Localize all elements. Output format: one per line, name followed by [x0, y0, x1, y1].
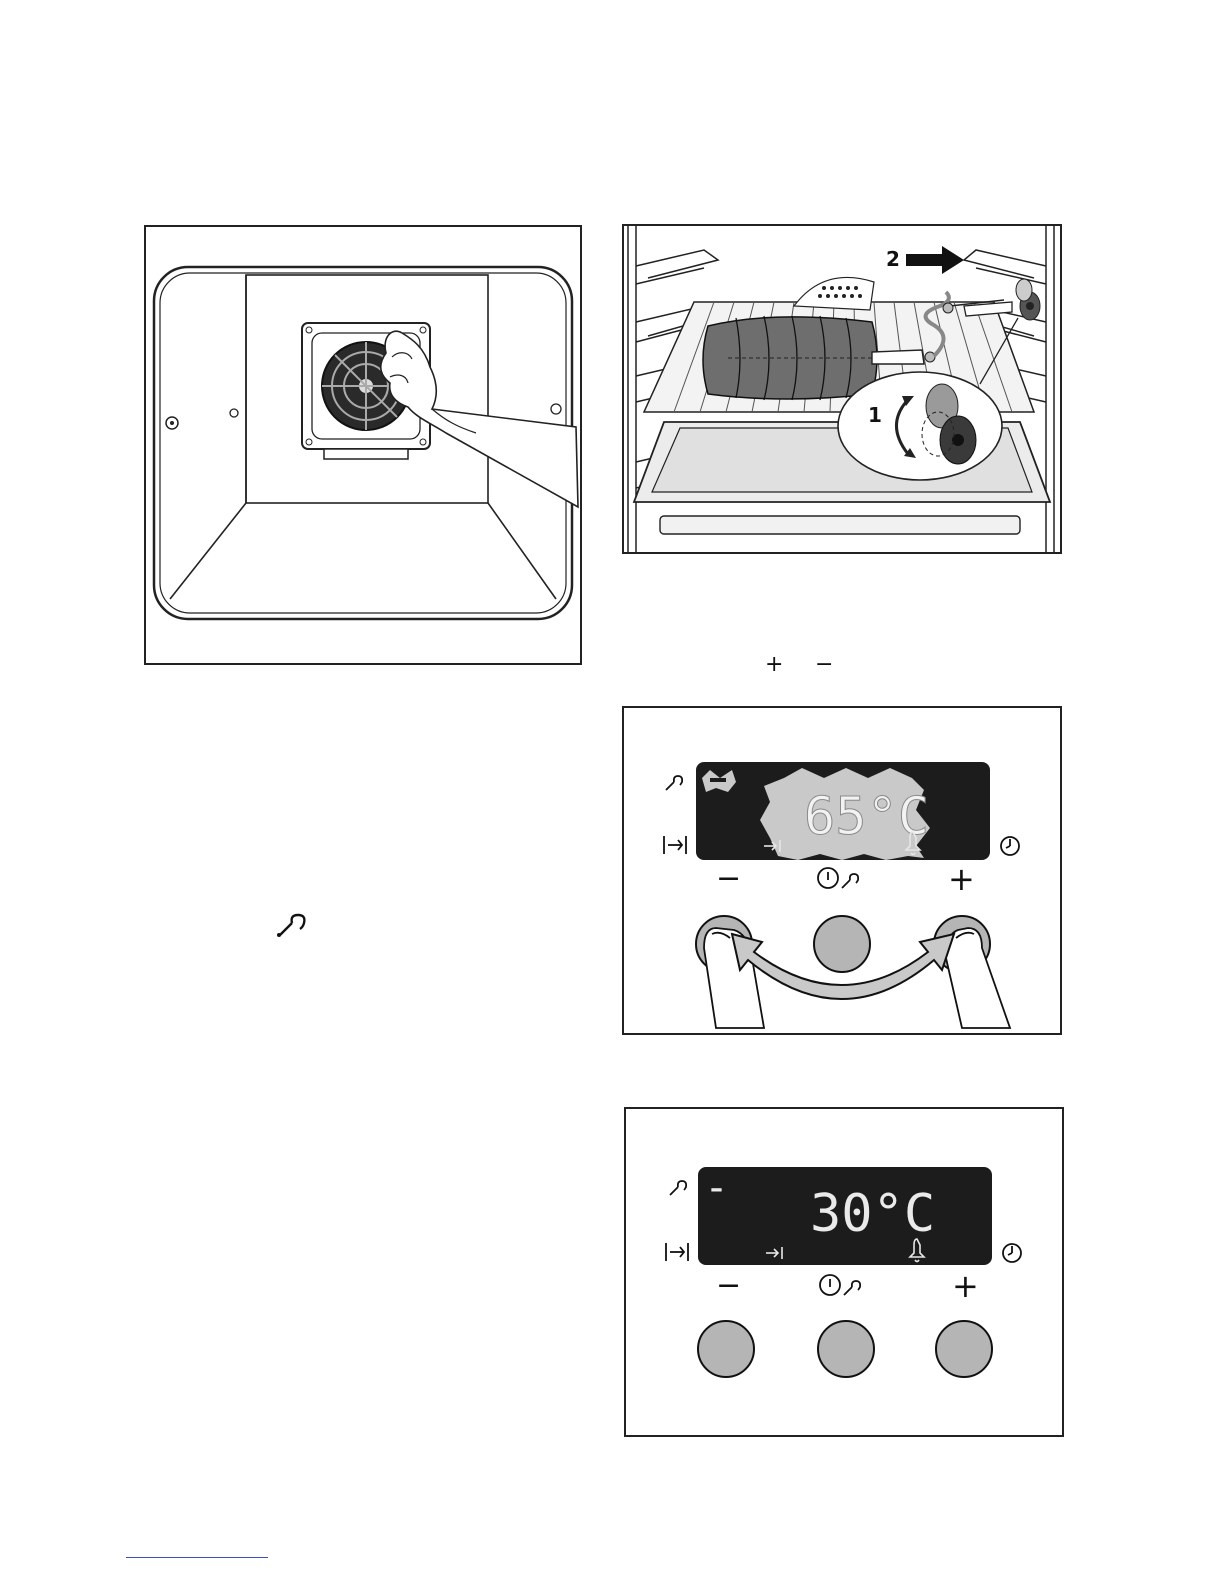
timer-probe-icon	[818, 868, 858, 888]
indicator-dash: –	[710, 1174, 723, 1204]
meat-probe-icon	[666, 776, 682, 790]
minus-label: −	[716, 1268, 741, 1303]
minus-button[interactable]	[698, 1321, 754, 1377]
clock-icon	[1001, 837, 1019, 855]
inline-minus-symbol: −	[815, 654, 833, 676]
roast-meat	[703, 316, 877, 400]
plus-label: +	[952, 1267, 979, 1305]
arrow-right-icon	[906, 246, 964, 274]
select-button[interactable]	[818, 1321, 874, 1377]
temperature-readout: 30°C	[810, 1184, 935, 1244]
duration-icon	[664, 836, 686, 854]
meat-probe-illustration: 1 2	[622, 224, 1062, 554]
plus-label: +	[948, 860, 975, 898]
inline-plus-symbol: +	[765, 654, 783, 676]
duration-icon	[666, 1243, 688, 1261]
clock-icon	[1003, 1244, 1021, 1262]
timer-probe-icon	[820, 1275, 860, 1295]
plus-button[interactable]	[936, 1321, 992, 1377]
control-panel-setting: 65°C − +	[622, 706, 1062, 1035]
step-1-label: 1	[868, 403, 882, 427]
oven-fan-illustration	[144, 225, 582, 665]
minus-label: −	[716, 861, 741, 896]
control-panel-current: – 30°C − +	[624, 1107, 1064, 1437]
meat-probe-icon	[670, 1181, 686, 1195]
meat-probe-icon	[276, 913, 310, 942]
select-button[interactable]	[814, 916, 870, 972]
footnote-separator	[126, 1557, 268, 1558]
step-2-label: 2	[886, 247, 900, 271]
